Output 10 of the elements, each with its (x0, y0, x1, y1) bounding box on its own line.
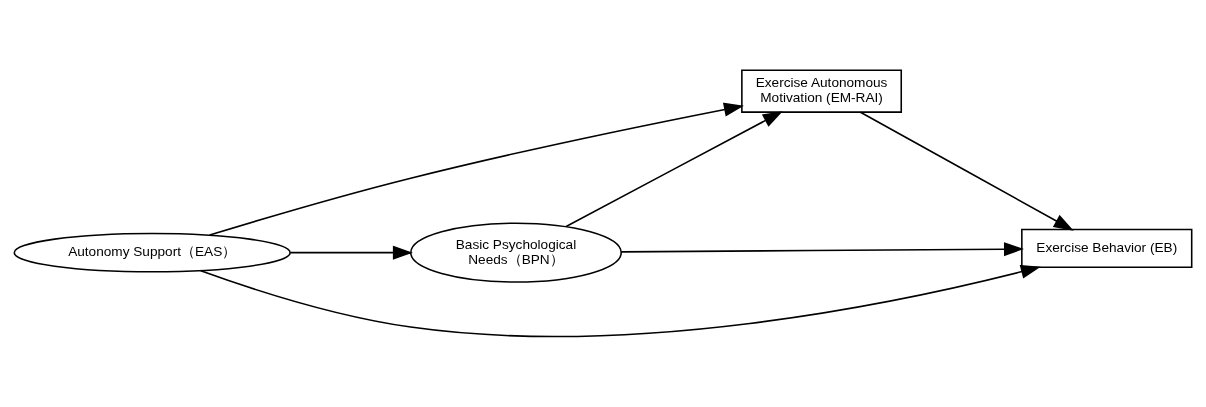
arrow (859, 111, 1074, 231)
node-ellipse: Basic Psychological Needs（BPN） (410, 222, 622, 283)
arrow (208, 102, 744, 236)
arrow (289, 245, 413, 260)
node-box: Exercise Autonomous Motivation (EM-RAI) (741, 69, 903, 113)
arrow (200, 265, 1041, 337)
node-box: Exercise Behavior (EB) (1021, 228, 1193, 269)
node-ellipse: Autonomy Support（EAS） (13, 232, 291, 273)
arrow (620, 242, 1024, 257)
arrow (565, 111, 783, 228)
